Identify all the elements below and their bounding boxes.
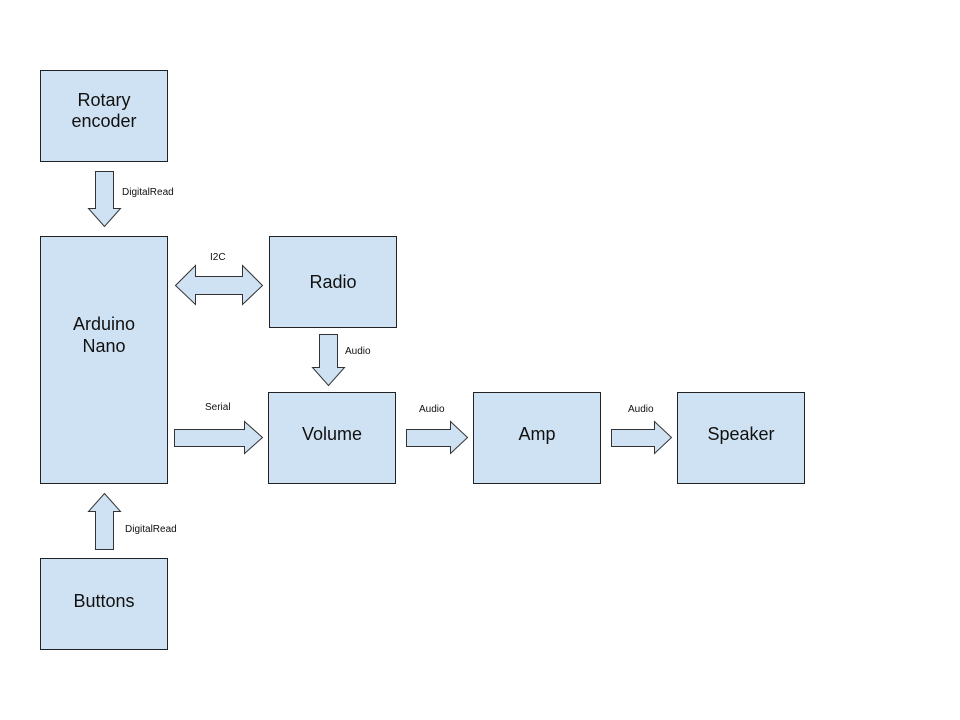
radio-label: Radio xyxy=(309,272,356,292)
node-volume: Volume xyxy=(268,392,396,484)
rotary-encoder-box xyxy=(40,70,168,162)
node-amp: Amp xyxy=(473,392,601,484)
node-radio: Radio xyxy=(269,236,397,328)
edge-label-buttons-nano: DigitalRead xyxy=(125,524,177,535)
edge-amp-to-speaker: Audio xyxy=(611,404,673,455)
edge-label-amp-speaker: Audio xyxy=(628,404,654,415)
right-arrow-volume-amp xyxy=(406,420,469,455)
edge-label-radio-volume: Audio xyxy=(345,346,371,357)
edge-label-nano-volume: Serial xyxy=(205,402,231,413)
edge-label-encoder-nano: DigitalRead xyxy=(122,187,174,198)
radio-box xyxy=(269,236,397,328)
node-buttons: Buttons xyxy=(40,558,168,650)
buttons-box xyxy=(40,558,168,650)
amp-box xyxy=(473,392,601,484)
node-speaker: Speaker xyxy=(677,392,805,484)
up-arrow-buttons-nano xyxy=(87,492,122,550)
edge-nano-to-volume: Serial xyxy=(174,402,264,455)
edge-label-volume-amp: Audio xyxy=(419,404,445,415)
arduino-nano-label-line2: Nano xyxy=(82,336,125,356)
double-arrow-nano-radio xyxy=(174,264,264,306)
arduino-nano-label-line1: Arduino xyxy=(73,314,135,334)
arduino-nano-box xyxy=(40,236,168,484)
speaker-box xyxy=(677,392,805,484)
amp-label: Amp xyxy=(518,424,555,444)
edge-buttons-to-nano: DigitalRead xyxy=(87,492,177,550)
edge-encoder-to-nano: DigitalRead xyxy=(87,171,174,228)
edge-label-nano-radio: I2C xyxy=(210,252,226,263)
speaker-label: Speaker xyxy=(707,424,774,444)
edge-volume-to-amp: Audio xyxy=(406,404,469,455)
edge-radio-to-volume: Audio xyxy=(311,334,371,387)
buttons-label: Buttons xyxy=(73,591,134,611)
down-arrow-encoder-nano xyxy=(87,171,122,228)
down-arrow-radio-volume xyxy=(311,334,346,387)
rotary-encoder-label-line2: encoder xyxy=(71,111,136,131)
right-arrow-nano-volume xyxy=(174,420,264,455)
right-arrow-amp-speaker xyxy=(611,420,673,455)
volume-label: Volume xyxy=(302,424,362,444)
node-rotary-encoder: Rotary encoder xyxy=(40,70,168,162)
volume-box xyxy=(268,392,396,484)
edge-nano-radio: I2C xyxy=(174,252,264,306)
rotary-encoder-label-line1: Rotary xyxy=(77,90,130,110)
node-arduino-nano: Arduino Nano xyxy=(40,236,168,484)
